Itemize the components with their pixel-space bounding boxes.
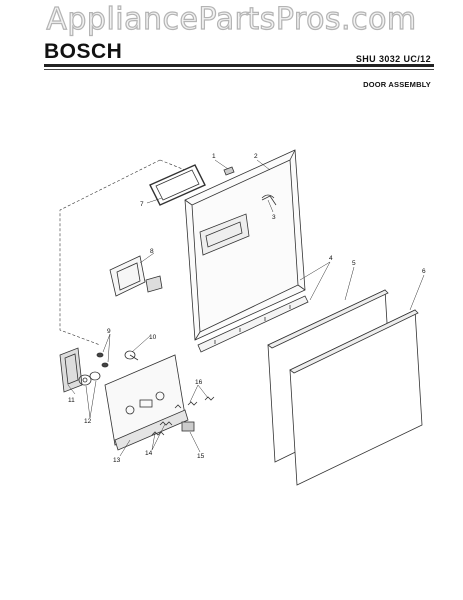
callout-12: 12 (84, 418, 92, 425)
callout-4: 4 (329, 255, 333, 262)
callout-10: 10 (149, 334, 157, 341)
springs (151, 396, 215, 436)
callout-14: 14 (145, 450, 153, 457)
screw (223, 166, 235, 176)
callout-1: 1 (212, 153, 216, 160)
callout-labels: 1 2 3 4 5 6 7 8 9 10 11 12 13 14 15 16 (68, 153, 426, 464)
callout-16: 16 (195, 379, 203, 386)
inner-door-frame (184, 149, 306, 341)
callout-6: 6 (422, 268, 426, 275)
control-housing (104, 354, 189, 451)
door-bottom-bar (197, 295, 309, 353)
spring-block (181, 421, 195, 432)
decor-panel (289, 309, 423, 486)
callout-15: 15 (197, 453, 205, 460)
model-number: SHU 3032 UC/12 (355, 54, 431, 64)
hinge-clip (261, 194, 275, 199)
header-rule-thin (44, 69, 434, 70)
callout-11: 11 (68, 397, 75, 404)
callout-7: 7 (140, 201, 144, 208)
header-rule (44, 64, 434, 67)
door-seal (149, 164, 206, 206)
callout-3: 3 (272, 214, 276, 221)
watermark: AppliancePartsPros.com (46, 1, 417, 37)
callout-5: 5 (352, 260, 356, 267)
knobs (78, 371, 101, 386)
door-latch (109, 255, 163, 297)
callout-8: 8 (150, 248, 154, 255)
brand-logo: BOSCH (44, 40, 123, 63)
switch (59, 347, 83, 393)
knob (124, 350, 139, 361)
leader-lines (67, 159, 425, 457)
section-title: DOOR ASSEMBLY (363, 80, 431, 89)
small-parts (96, 352, 109, 368)
callout-2: 2 (254, 153, 258, 160)
callout-13: 13 (113, 457, 121, 464)
callout-9: 9 (107, 328, 111, 335)
